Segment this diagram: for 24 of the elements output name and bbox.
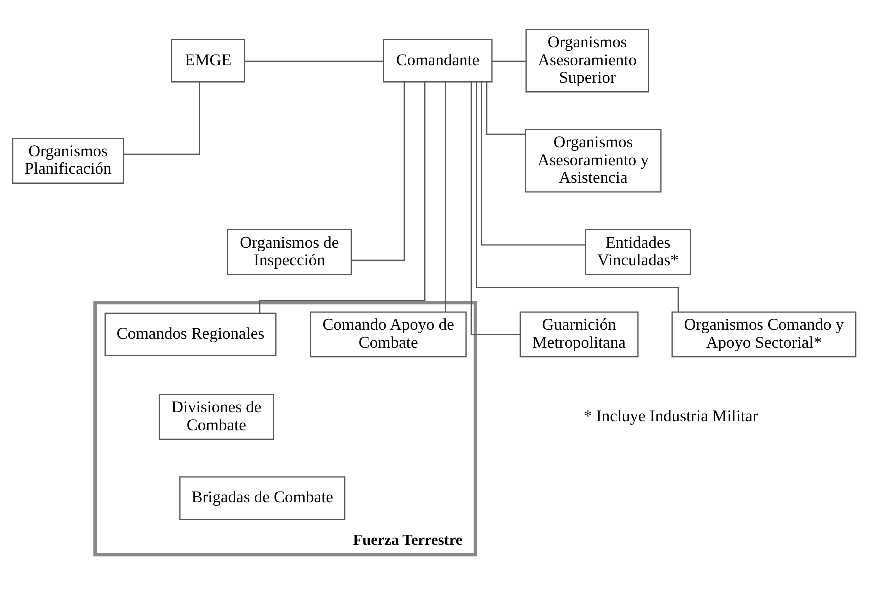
node-box: Comandos Regionales [104,312,277,356]
node-box: EMGE [171,39,246,83]
connector [352,82,406,262]
node-box: Organismos Asesoramiento y Asistencia [525,129,662,193]
connector [486,82,526,136]
connector [470,82,520,336]
node-box: Guarnición Metropolitana [520,312,639,358]
node-box: Comandante [383,39,493,83]
connector [481,82,586,246]
node-box: Organismos Asesoramiento Superior [526,29,650,93]
node-box: Entidades Vinculadas* [585,229,692,276]
node-box: Brigadas de Combate [180,476,346,520]
connector [476,82,680,312]
node-box: Organismos Comando y Apoyo Sectorial* [672,312,857,358]
connector [124,82,200,156]
label: * Incluye Industria Militar [584,406,758,426]
node-box: Divisiones de Combate [158,394,274,440]
node-box: Organismos Planificación [12,138,124,184]
connector [245,60,384,62]
node-box: Comando Apoyo de Combate [310,312,467,358]
connector [492,60,526,62]
connector [445,82,446,312]
node-box: Organismos de Inspección [227,229,352,276]
connector [259,82,426,314]
